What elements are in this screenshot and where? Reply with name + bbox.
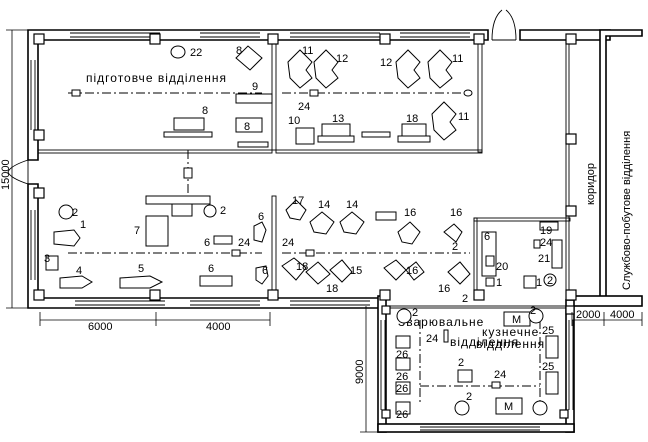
eq-label-26d: 26: [396, 409, 408, 421]
eq-label-24d: 24: [540, 237, 552, 249]
eq-label-2c: 2: [452, 241, 458, 253]
eq-label-2i: 2: [466, 391, 472, 403]
eq-label-26a: 26: [396, 349, 408, 361]
eq-label-2b: 2: [220, 205, 226, 217]
eq-label-4: 4: [76, 265, 82, 277]
eq-label-8a: 8: [236, 45, 242, 57]
eq-label-18a: 18: [406, 113, 418, 125]
eq-label-6e: 6: [484, 231, 490, 243]
eq-label-26c: 26: [396, 383, 408, 395]
welding-dept-label-2: відділення: [450, 335, 519, 349]
door-top: [491, 9, 517, 41]
dim-4000r-label: 4000: [610, 309, 634, 321]
eq-label-7: 7: [134, 225, 140, 237]
eq-label-6c: 6: [208, 263, 214, 275]
eq-label-17: 17: [292, 195, 304, 207]
eq-label-14b: 14: [346, 199, 358, 211]
eq-label-5: 5: [138, 263, 144, 275]
eq-label-1: 1: [80, 219, 86, 231]
dimension-bays: 6000 4000: [39, 312, 271, 333]
corridor-label: коридор: [585, 163, 597, 205]
furnace-label-a: M: [512, 314, 521, 326]
eq-label-12a: 12: [336, 53, 348, 65]
eq-label-24e: 24: [426, 333, 438, 345]
eq-label-24c: 24: [282, 237, 294, 249]
eq-label-25a: 25: [542, 325, 554, 337]
columns: [33, 33, 577, 419]
eq-label-16b: 16: [450, 207, 462, 219]
eq-label-11c: 11: [458, 111, 469, 123]
eq-label-9: 9: [252, 81, 258, 93]
eq-label-16a: 16: [404, 207, 416, 219]
eq-label-2g: 2: [530, 305, 536, 317]
dimension-right: 2000 4000: [571, 309, 643, 326]
eq-label-25b: 25: [542, 361, 554, 373]
dimension-height: 15000: [0, 29, 28, 309]
eq-label-2a: 2: [72, 207, 78, 219]
equipment-tool-room: [481, 221, 563, 289]
dim-9000-label: 9000: [354, 360, 366, 384]
eq-label-18b: 18: [296, 261, 308, 273]
eq-label-2e: 2: [547, 275, 553, 287]
dim-6000-label: 6000: [88, 321, 112, 333]
eq-label-22: 22: [190, 47, 202, 59]
prep-dept-label: підготовче відділення: [86, 71, 227, 85]
eq-label-26b: 26: [396, 371, 408, 383]
eq-label-1b: 1: [496, 277, 502, 289]
dim-15000-label: 15000: [0, 159, 12, 190]
eq-label-2h: 2: [458, 357, 464, 369]
eq-label-24f: 24: [494, 369, 506, 381]
eq-label-16d: 16: [438, 283, 450, 295]
building-walls: [27, 29, 643, 433]
forging-dept-label-1: кузнечне: [482, 325, 539, 339]
service-dept-label: Службово-побутове відділення: [621, 131, 633, 290]
equipment-assembly: [45, 195, 471, 289]
dim-2000-label: 2000: [576, 309, 600, 321]
equipment-number-labels: 22 8 9 8 8 11 12 12 11 24 10 13 18 11 2 …: [44, 45, 554, 421]
transport-lines: [68, 89, 541, 405]
eq-label-1c: 1: [536, 277, 542, 289]
eq-label-3: 3: [44, 253, 50, 265]
eq-label-20: 20: [496, 261, 508, 273]
eq-label-11a: 11: [302, 45, 313, 57]
eq-label-13: 13: [332, 113, 344, 125]
eq-label-11b: 11: [452, 53, 463, 65]
eq-label-14a: 14: [318, 199, 330, 211]
eq-label-24b: 24: [238, 237, 250, 249]
eq-label-12b: 12: [380, 57, 392, 69]
dim-4000-label: 4000: [206, 321, 230, 333]
door-left: [7, 159, 29, 185]
eq-label-6a: 6: [258, 211, 264, 223]
eq-label-16c: 16: [406, 265, 418, 277]
eq-label-8b: 8: [202, 105, 208, 117]
eq-label-10: 10: [288, 115, 300, 127]
eq-label-6d: 6: [262, 265, 268, 277]
equipment-annex: [395, 308, 559, 416]
welding-dept-label-1: Зварювальне: [398, 315, 484, 329]
equipment-prep: [163, 45, 457, 148]
eq-label-6b: 6: [204, 237, 210, 249]
eq-label-15: 15: [350, 265, 362, 277]
eq-label-18c: 18: [326, 283, 338, 295]
furnace-label-b: M: [504, 401, 513, 413]
forging-dept-label-2: відділення: [476, 337, 545, 351]
windows: [30, 32, 574, 431]
eq-label-8c: 8: [244, 121, 250, 133]
eq-label-2d: 2: [462, 293, 468, 305]
eq-label-2f: 2: [412, 307, 418, 319]
dimension-annex: 9000: [354, 306, 378, 433]
eq-label-21: 21: [538, 253, 550, 265]
eq-label-24a: 24: [298, 101, 310, 113]
eq-label-19: 19: [540, 225, 552, 237]
